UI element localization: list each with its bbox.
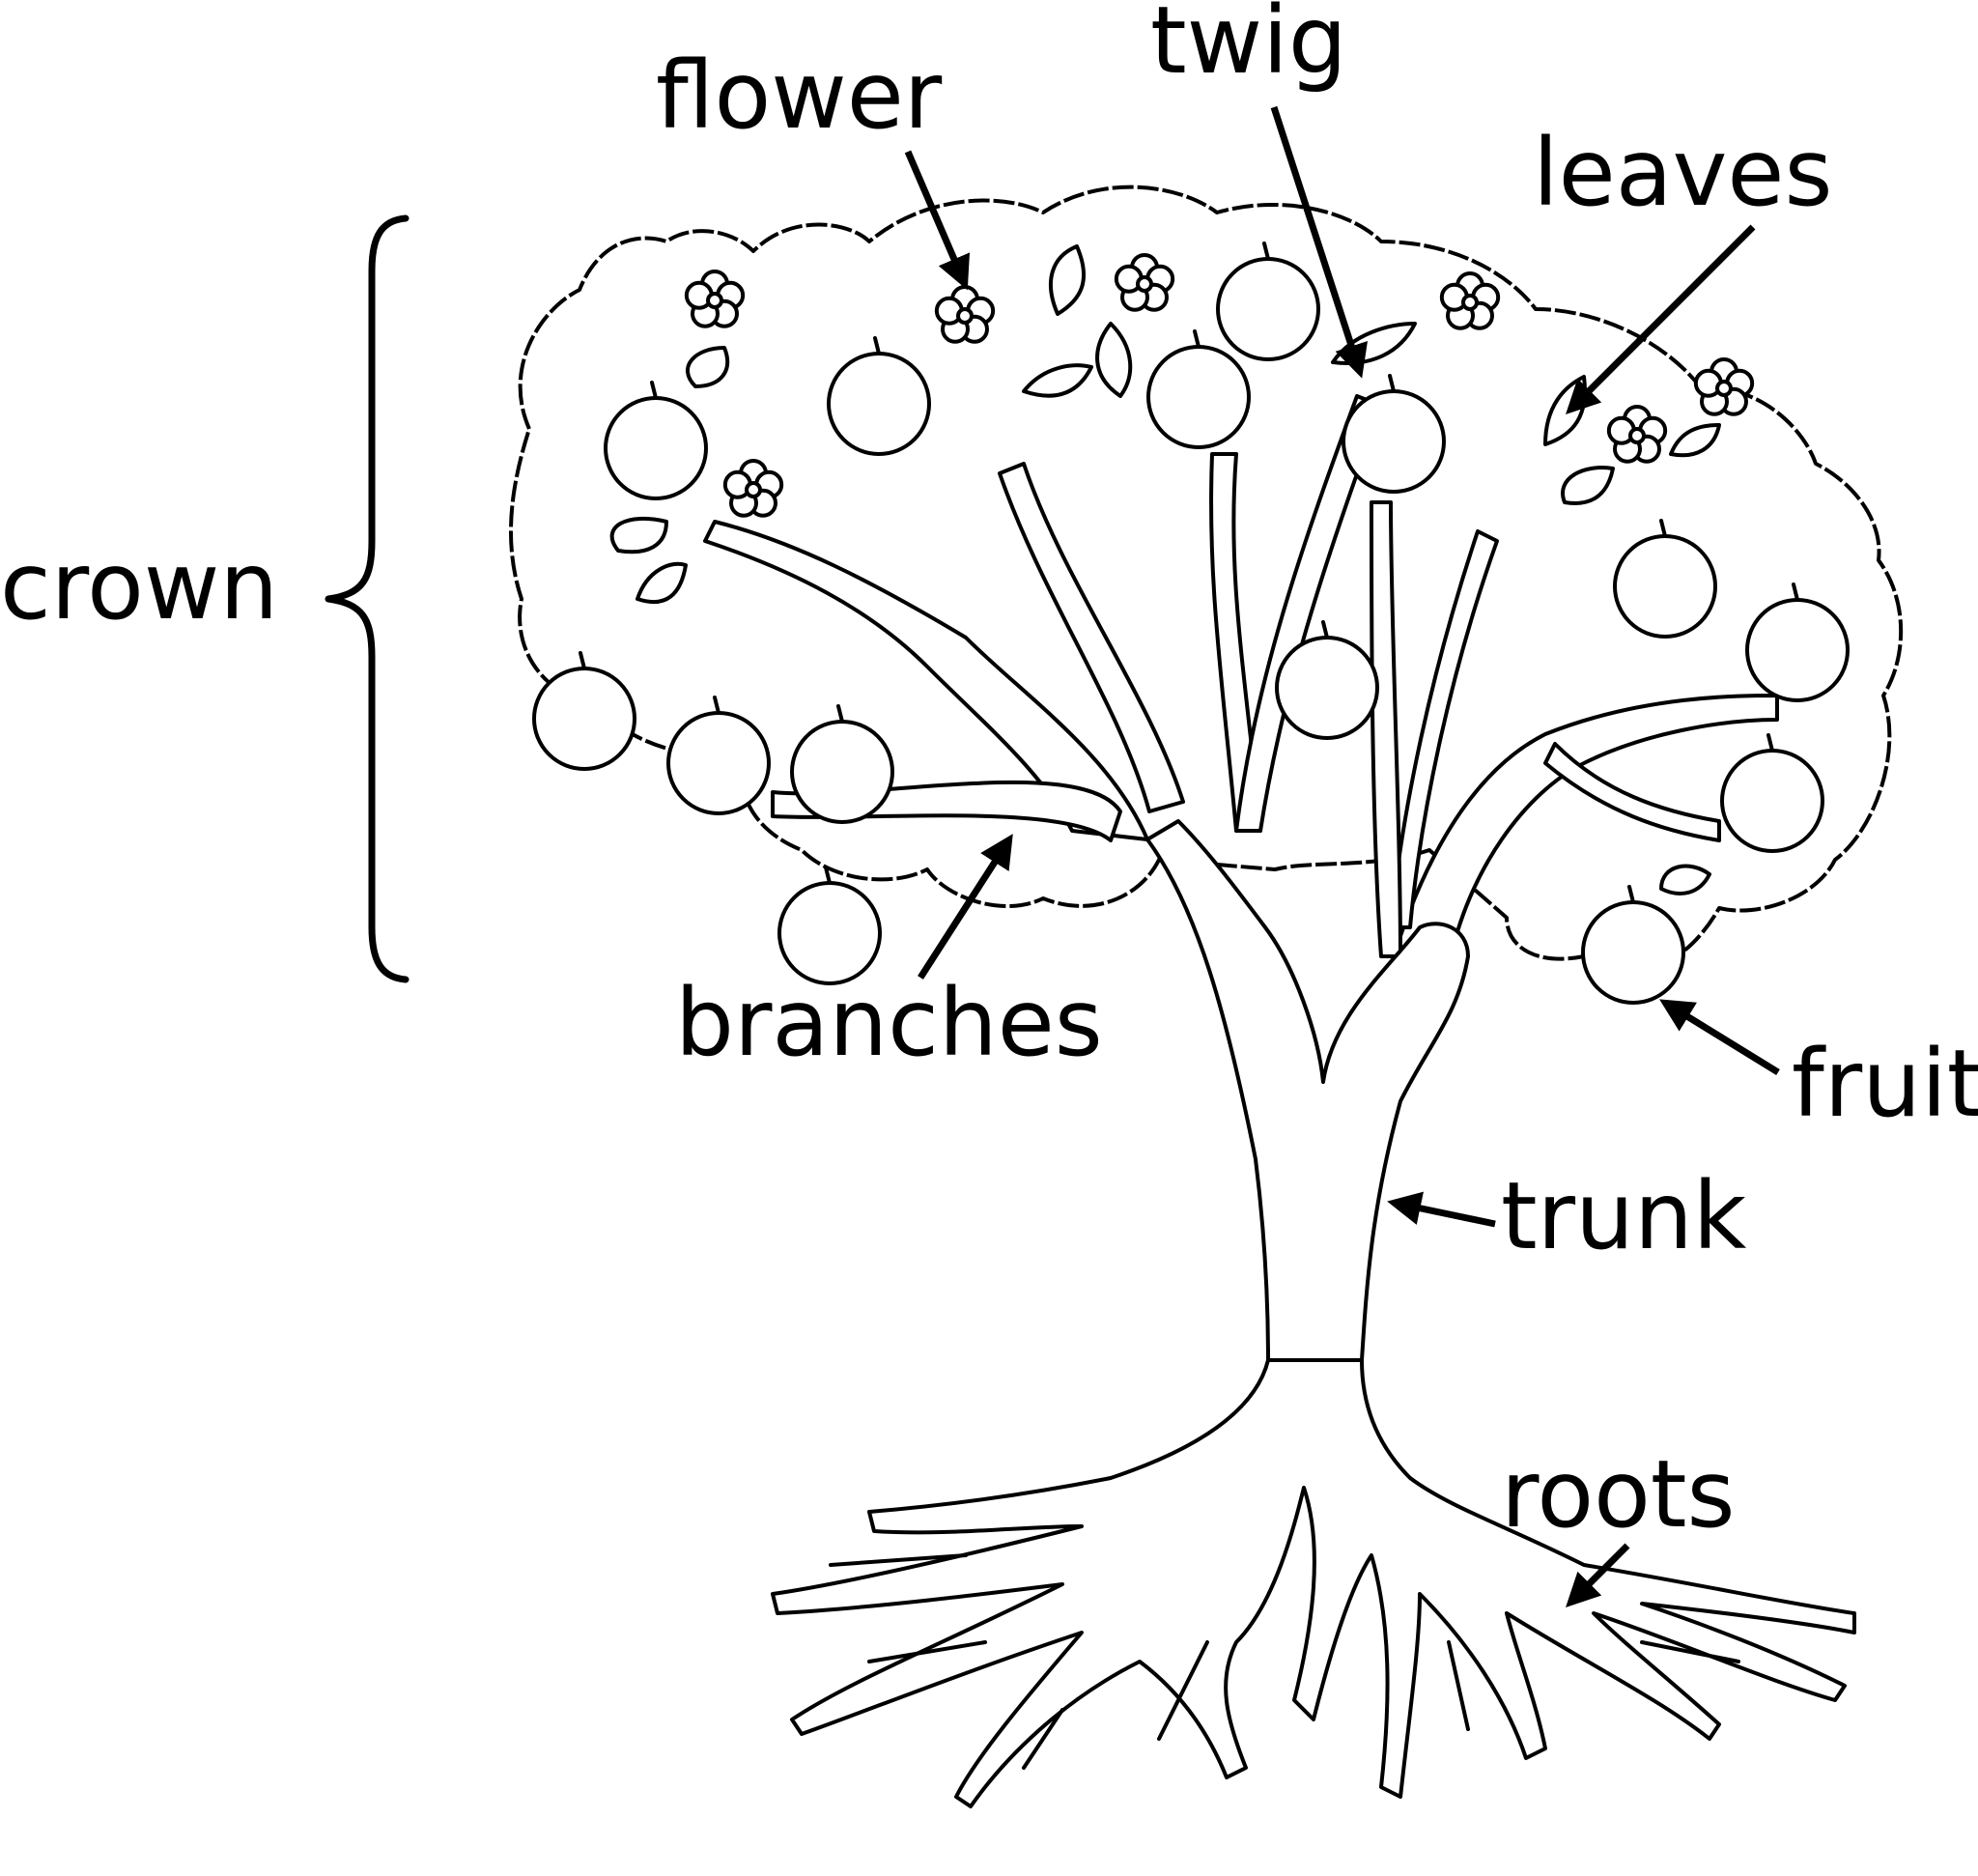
arrow-flower: [904, 150, 970, 291]
flower-icon: [1439, 271, 1501, 330]
flower-icon: [934, 285, 996, 344]
roots: [771, 1358, 1856, 1808]
label-roots: roots: [1501, 1440, 1735, 1549]
arrow-roots: [1566, 1543, 1630, 1607]
flower-icon: [722, 459, 784, 518]
flower-icon: [1606, 405, 1668, 464]
label-crown: crown: [0, 532, 278, 640]
flower-icon: [1693, 357, 1755, 416]
arrow-leaves: [1566, 224, 1756, 414]
label-trunk: trunk: [1501, 1162, 1747, 1270]
arrow-trunk: [1387, 1191, 1496, 1228]
trunk: [1145, 819, 1470, 1362]
arrow-branches: [918, 834, 1013, 980]
label-flower: flower: [656, 42, 943, 150]
label-branches: branches: [675, 969, 1103, 1077]
label-leaves: leaves: [1533, 119, 1832, 227]
label-twig: twig: [1150, 0, 1347, 95]
flower-icon: [1114, 253, 1175, 312]
flower-icon: [684, 270, 746, 328]
arrow-fruit: [1659, 999, 1780, 1075]
fruits: [532, 242, 1850, 1005]
label-fruit: fruit: [1792, 1030, 1978, 1138]
crown-brace: [325, 214, 410, 983]
leaves-shapes: [609, 244, 1721, 895]
flowers: [684, 253, 1755, 518]
arrow-twig: [1270, 105, 1368, 379]
